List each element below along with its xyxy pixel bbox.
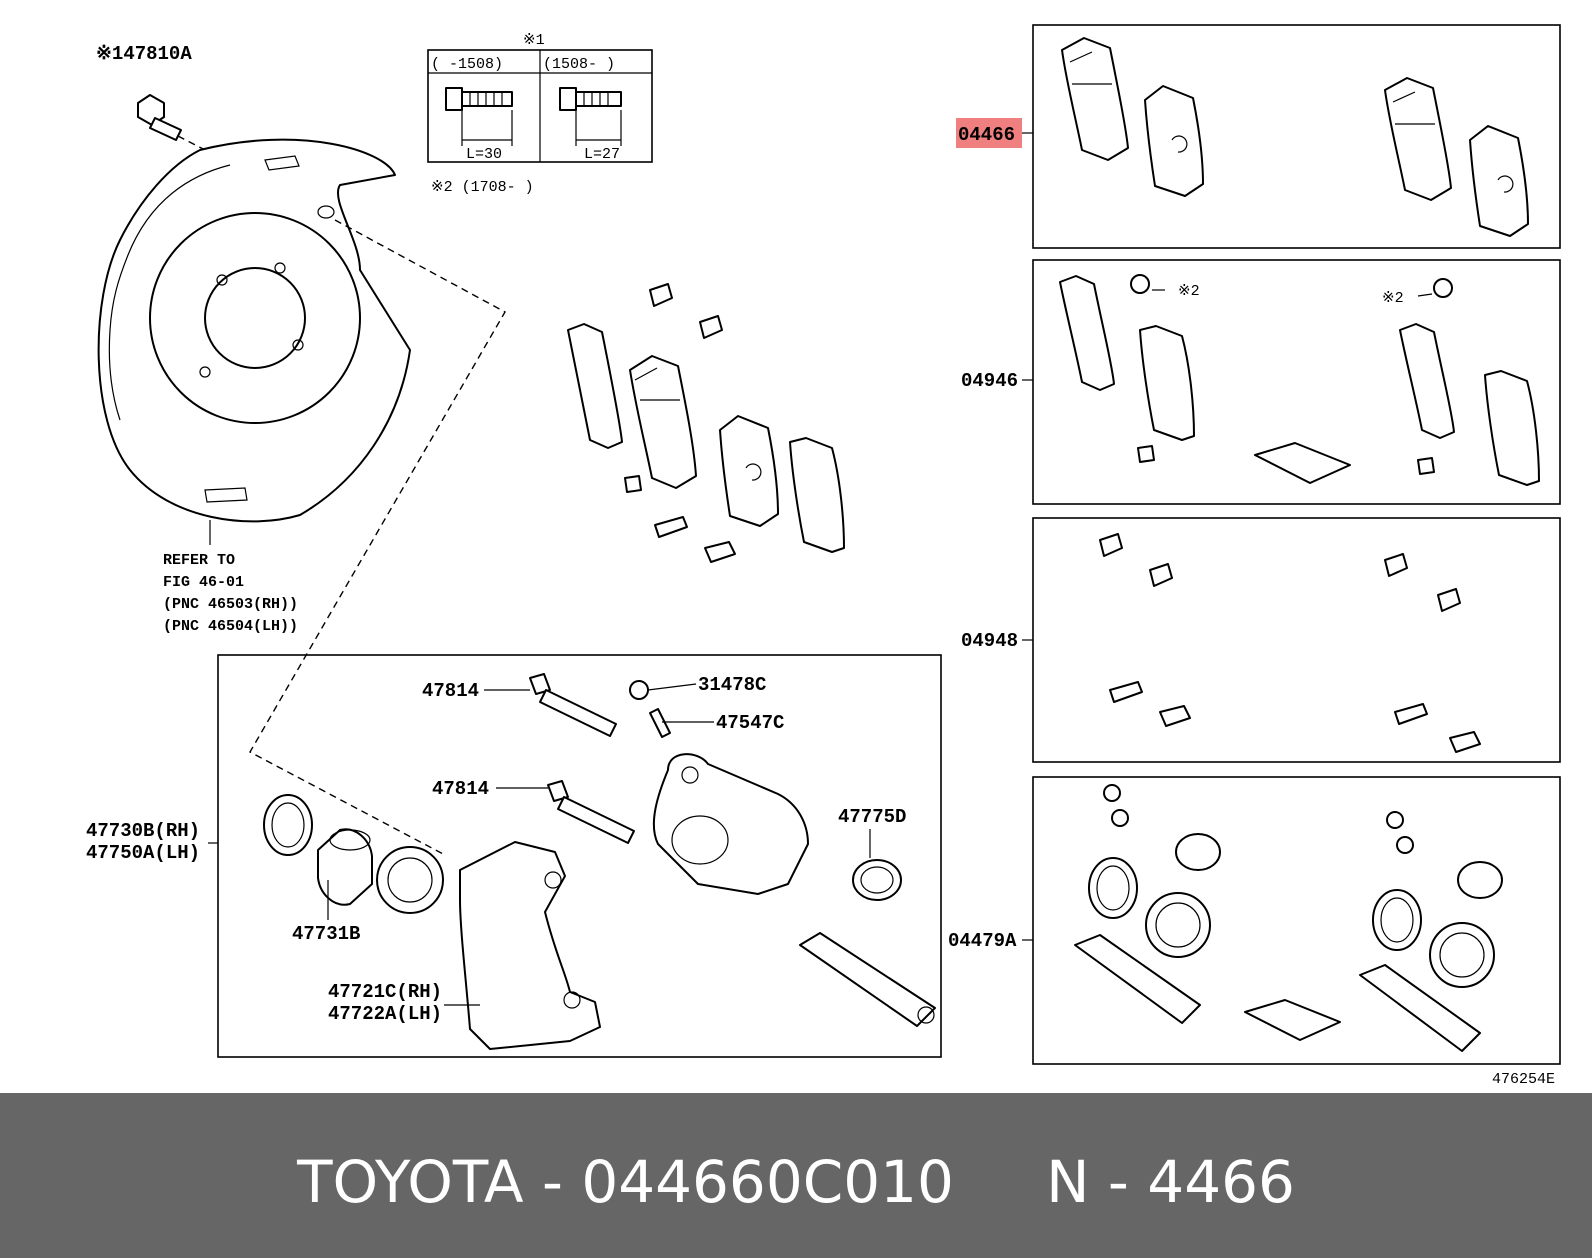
caliper-body-icon bbox=[652, 753, 809, 895]
label-refer-line3: (PNC 46503(RH)) bbox=[163, 596, 298, 613]
bleeder-plug-icon bbox=[649, 708, 671, 738]
label-refer-line4: (PNC 46504(LH)) bbox=[163, 618, 298, 635]
label-l27: L=27 bbox=[584, 146, 620, 163]
label-47814-upper[interactable]: 47814 bbox=[422, 680, 479, 702]
label-47731b[interactable]: 47731B bbox=[292, 923, 360, 945]
label-note2: ※2 (1708- ) bbox=[431, 179, 534, 196]
pad-kit-right-icon bbox=[1384, 77, 1529, 237]
piston-seal-icon bbox=[263, 794, 313, 856]
center-pad-set-icon bbox=[567, 283, 845, 563]
clip-kit-contents-icon bbox=[1099, 533, 1481, 753]
shim-kit-contents-icon bbox=[1059, 274, 1540, 486]
label-mark2-right: ※2 bbox=[1382, 290, 1404, 307]
exploded-parts-diagram: ※147810A ※1 ( -1508) (1508- ) L=30 L=27 … bbox=[86, 24, 1561, 1088]
label-note1-title: ※1 bbox=[523, 32, 545, 49]
bleeder-cap-icon bbox=[629, 680, 649, 700]
figure-number: 476254E bbox=[1492, 1071, 1555, 1088]
label-note1-col1: ( -1508) bbox=[431, 56, 503, 73]
label-47775d[interactable]: 47775D bbox=[838, 806, 906, 828]
pad-kit-frame bbox=[1032, 24, 1561, 249]
part-number-title: TOYOTA - 044660C010 N - 4466 bbox=[297, 1148, 1295, 1216]
label-47810a: ※147810A bbox=[96, 43, 192, 65]
caliper-bolt-upper-icon bbox=[529, 673, 617, 737]
leader-lines bbox=[208, 132, 1433, 1006]
label-31478c[interactable]: 31478C bbox=[698, 674, 766, 696]
bolt-l30-icon bbox=[445, 87, 513, 146]
label-04466[interactable]: 04466 bbox=[958, 124, 1015, 146]
label-refer-line2: FIG 46-01 bbox=[163, 574, 244, 591]
label-04946[interactable]: 04946 bbox=[961, 370, 1018, 392]
label-caliper-rh[interactable]: 47730B(RH) bbox=[86, 820, 200, 842]
seal-kit-frame bbox=[1032, 776, 1561, 1065]
assembly-guide-line bbox=[249, 219, 506, 856]
label-mark2-left: ※2 bbox=[1178, 283, 1200, 300]
label-note1-col2: (1508- ) bbox=[543, 56, 615, 73]
piston-icon bbox=[317, 828, 373, 906]
bolt-l27-icon bbox=[559, 87, 622, 146]
caliper-assembly-frame bbox=[217, 654, 942, 1058]
pad-kit-highlight bbox=[956, 118, 1022, 148]
shim-kit-frame bbox=[1032, 259, 1561, 505]
bolt-length-table bbox=[427, 49, 653, 163]
slide-pin-icon bbox=[799, 932, 936, 1027]
label-refer-line1: REFER TO bbox=[163, 552, 235, 569]
label-47814-lower[interactable]: 47814 bbox=[432, 778, 489, 800]
caliper-bolt-lower-icon bbox=[547, 780, 635, 844]
label-caliper-lh[interactable]: 47750A(LH) bbox=[86, 842, 200, 864]
label-l30: L=30 bbox=[466, 146, 502, 163]
caliper-mounting-icon bbox=[459, 841, 601, 1050]
part-number-banner bbox=[0, 1093, 1592, 1258]
label-04479a[interactable]: 04479A bbox=[948, 930, 1017, 952]
dust-boot-ring-icon bbox=[376, 846, 444, 914]
dust-shield-icon bbox=[97, 138, 411, 545]
clip-kit-frame bbox=[1032, 517, 1561, 763]
pad-kit-left-icon bbox=[1061, 37, 1204, 197]
label-mount-lh[interactable]: 47722A(LH) bbox=[328, 1003, 442, 1025]
label-47547c[interactable]: 47547C bbox=[716, 712, 784, 734]
label-04948[interactable]: 04948 bbox=[961, 630, 1018, 652]
piston-boot-icon bbox=[852, 859, 902, 901]
label-mount-rh[interactable]: 47721C(RH) bbox=[328, 981, 442, 1003]
bolt-47810a-icon bbox=[137, 94, 206, 151]
seal-kit-contents-icon bbox=[1074, 784, 1503, 1052]
